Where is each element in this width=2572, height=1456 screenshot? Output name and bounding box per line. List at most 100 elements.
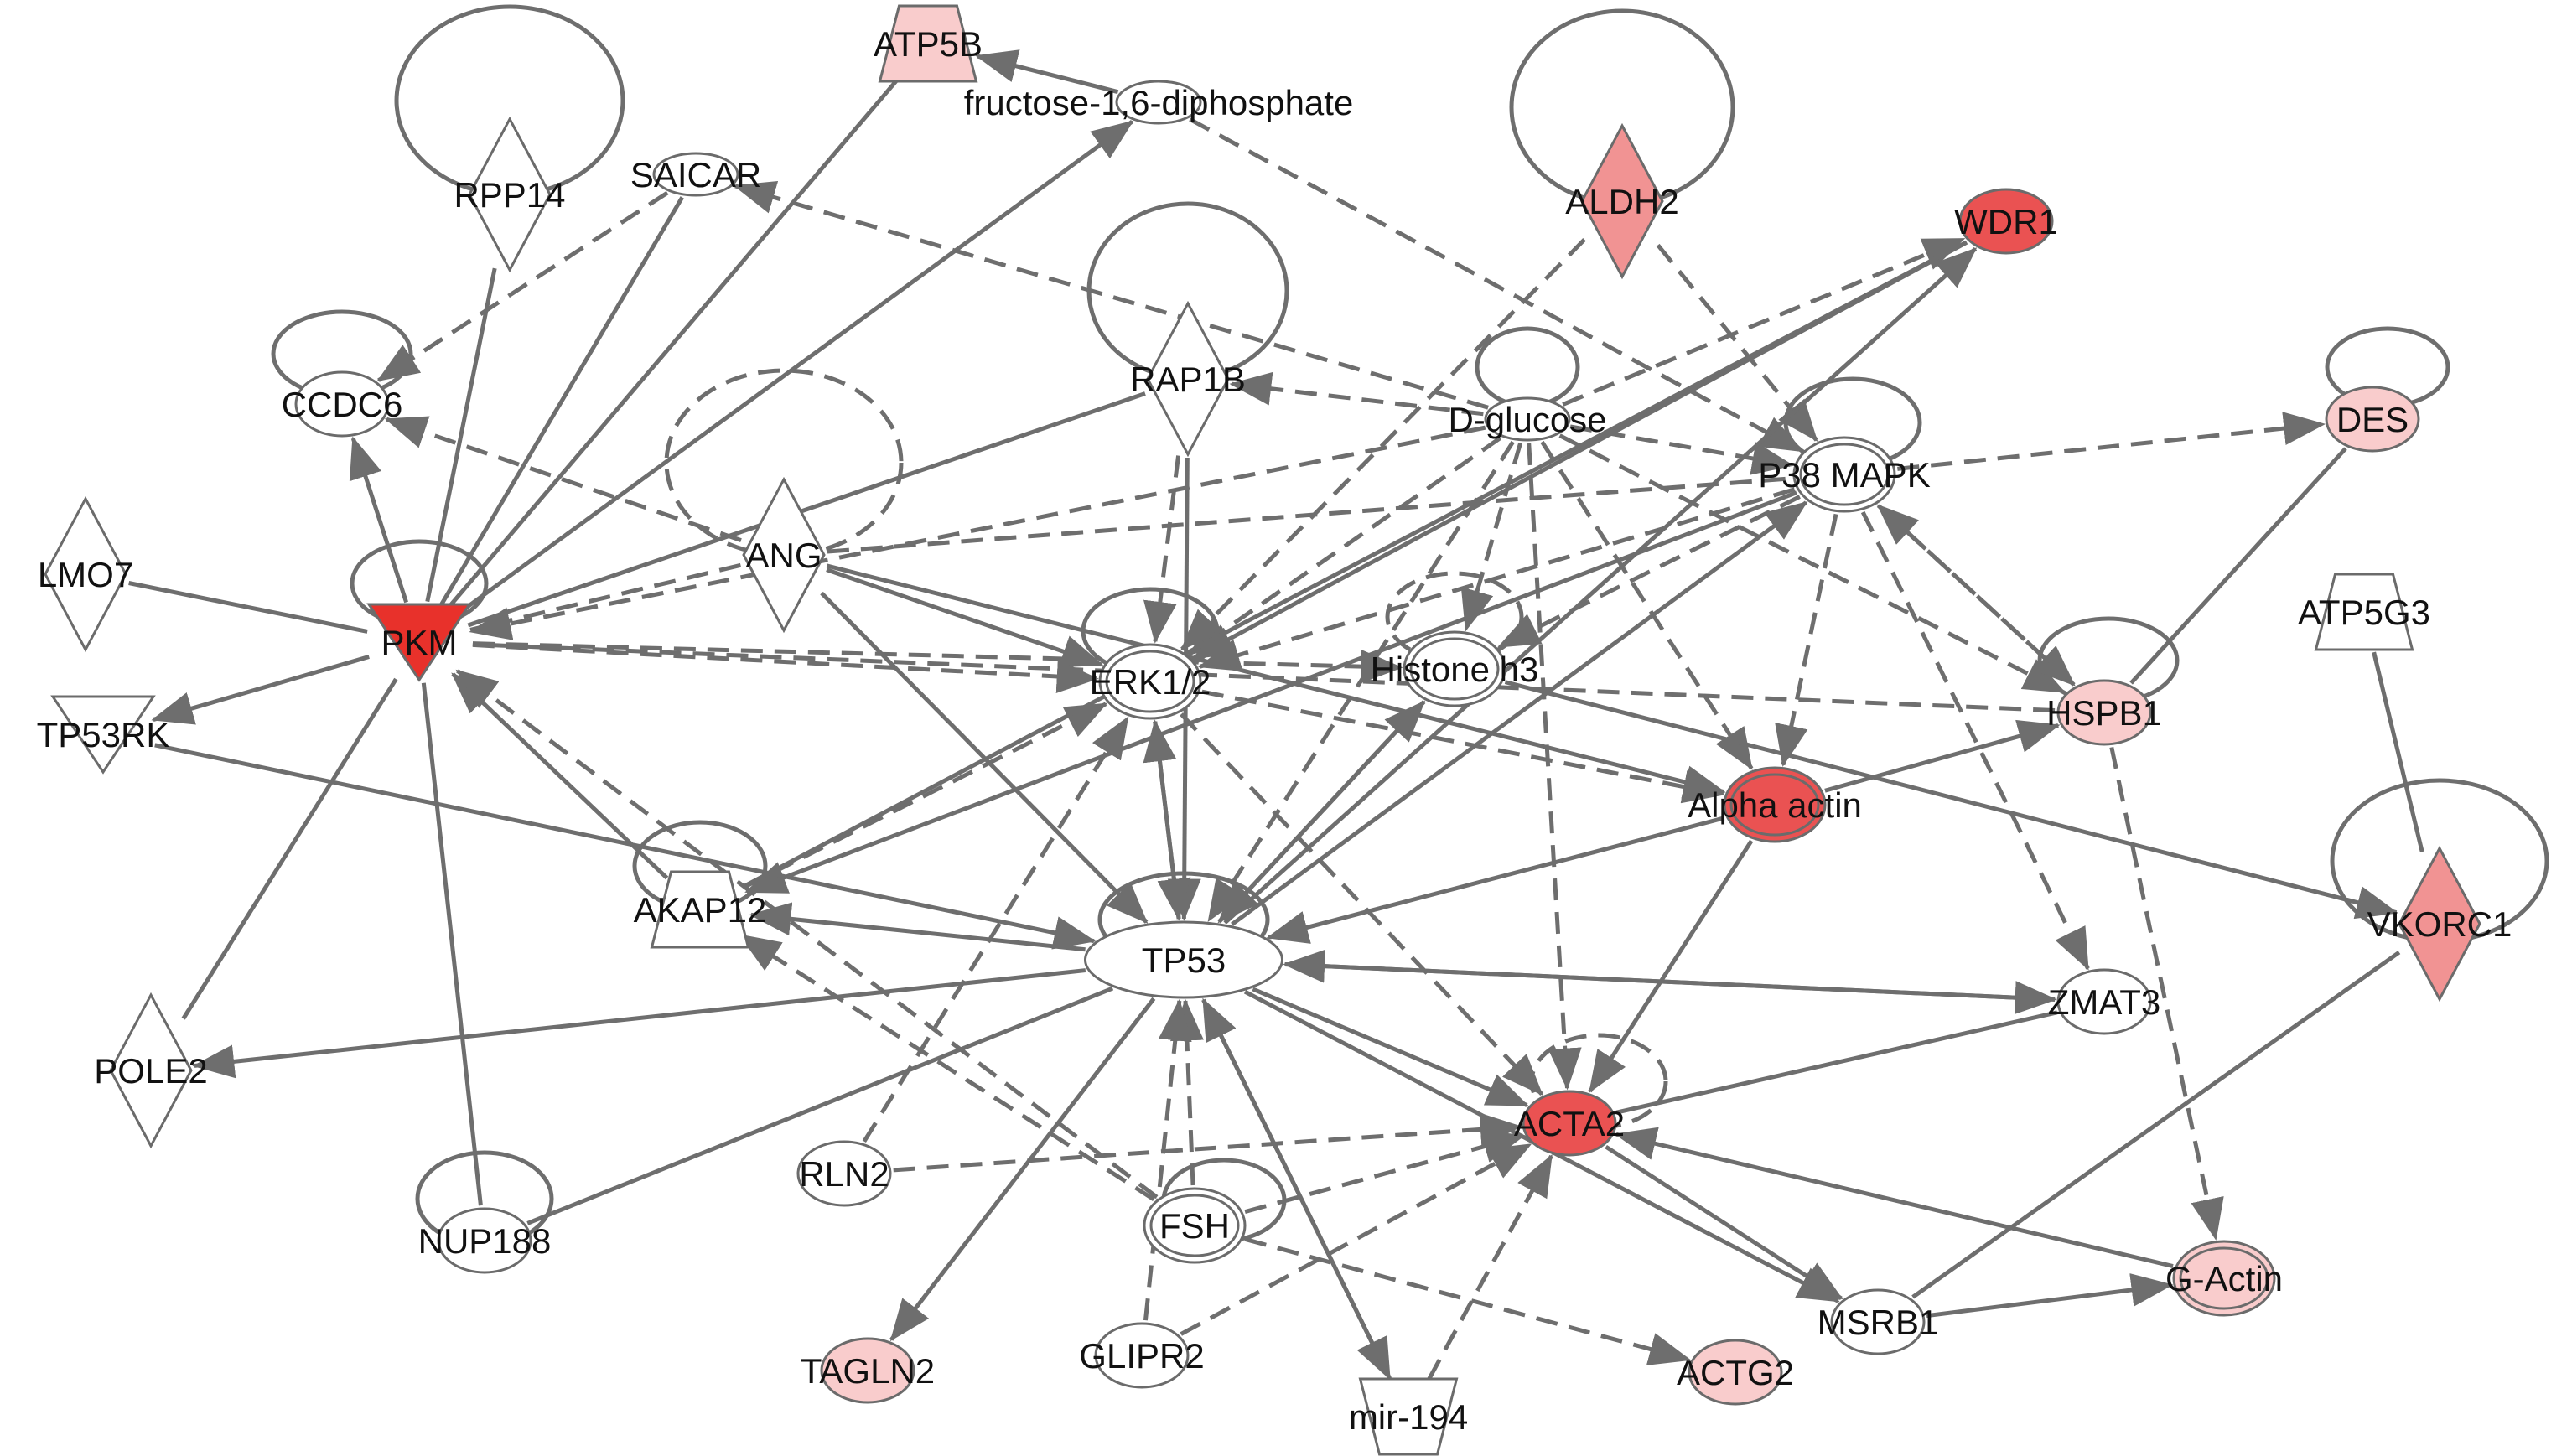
edge-akap12-to-pkm [451,672,669,880]
node-label-gact: G-Actin [2165,1259,2283,1298]
edge-fsh-to-tp53 [1169,998,1204,1186]
node-des[interactable]: DES [2325,386,2420,453]
node-zmat3[interactable]: ZMAT3 [2048,968,2161,1035]
edge-ang-to-p38 [827,476,1792,554]
node-inner-ring-p38 [1799,443,1890,506]
node-erk[interactable]: ERK1/2 [1090,643,1211,720]
node-label-actg2: ACTG2 [1677,1353,1794,1392]
edge-h3-to-vkorc1 [1504,680,2398,920]
node-gact[interactable]: G-Actin [2165,1240,2283,1317]
node-acta2[interactable]: ACTA2 [1514,1090,1625,1157]
node-label-rap1b: RAP1B [1130,360,1246,399]
edge-fsh-to-acta2 [1244,1130,1526,1215]
edge-fru-to-p38 [1189,117,1803,453]
node-hspb1[interactable]: HSPB1 [2046,679,2162,746]
edge-fsh-to-akap12 [738,933,1155,1202]
node-saicar[interactable]: SAICAR [630,152,761,197]
node-inner-ring-erk [1105,650,1195,713]
node-p38[interactable]: P38 MAPK [1758,436,1931,513]
node-shape-rap1b [1146,300,1230,458]
edge-dglu-to-acta2 [1527,443,1582,1091]
node-aact[interactable]: Alpha actin [1688,766,1862,843]
edge-gact-to-acta2 [1614,1127,2174,1268]
edge-nup188-to-pkm [421,682,483,1206]
edge-acta2-to-msrb1 [1605,1144,1843,1301]
node-shape-atp5b [878,4,978,83]
node-shape-p38 [1792,436,1896,513]
edge-zmat3-to-acta2 [1615,1010,2058,1115]
node-msrb1[interactable]: MSRB1 [1818,1288,1939,1355]
edge-dglu-to-wdr1 [1562,236,1966,407]
node-rln2[interactable]: RLN2 [796,1140,892,1207]
node-actg2[interactable]: ACTG2 [1677,1339,1794,1406]
node-h3[interactable]: Histone h3 [1371,630,1539,707]
node-label-rln2: RLN2 [799,1154,889,1194]
node-tp53rk[interactable]: TP53RK [37,695,170,775]
node-dglu[interactable]: D-glucose [1448,396,1607,442]
node-shape-actg2 [1688,1339,1783,1406]
edge-aact-to-tp53 [1266,816,1725,944]
edge-dglu-to-rap1b [1229,371,1484,417]
node-shape-wdr1 [1958,188,2054,255]
edge-p38-to-aact [1775,513,1838,768]
node-rpp14[interactable]: RPP14 [454,116,566,273]
node-label-tp53rk: TP53RK [37,715,170,754]
node-shape-des [2325,386,2420,453]
edge-tp53-to-wdr1 [1223,246,1978,925]
node-label-ccdc6: CCDC6 [282,385,403,424]
node-lmo7[interactable]: LMO7 [38,495,133,653]
node-tp53[interactable]: TP53 [1084,920,1283,999]
node-label-h3: Histone h3 [1371,650,1539,689]
edge-vkorc1-to-msrb1 [1911,951,2401,1299]
node-nup188[interactable]: NUP188 [418,1207,552,1274]
edge-erk-to-aact [1201,689,1725,804]
node-pkm[interactable]: PKM [366,603,472,682]
edge-rpp14-to-pkm [425,267,497,603]
node-rap1b[interactable]: RAP1B [1130,300,1246,458]
edge-pkm-to-tp53rk [151,655,370,725]
edge-saicar-to-ccdc6 [376,190,669,382]
edge-dglu-to-aact [1540,440,1754,770]
edge-rap1b-to-erk [1143,455,1181,644]
edge-dglu-to-saicar [733,181,1489,410]
node-ccdc6[interactable]: CCDC6 [282,370,403,438]
node-mir194[interactable]: mir-194 [1349,1377,1468,1456]
node-label-rpp14: RPP14 [454,175,565,215]
node-shape-gact [2172,1240,2276,1317]
node-ang[interactable]: ANG [742,476,826,634]
node-fru[interactable]: fructose-1,6-diphosphate [964,80,1354,125]
node-label-saicar: SAICAR [630,155,761,194]
edge-mir194-to-tp53 [1201,997,1392,1380]
edges-layer [128,49,2424,1381]
edge-rap1b-to-pkm [467,391,1146,628]
node-label-atp5b: ATP5B [874,24,983,64]
node-tagln2[interactable]: TAGLN2 [801,1337,935,1404]
edge-hspb1-to-p38 [1876,504,2076,687]
edge-glipr2-to-tp53 [1143,998,1192,1321]
edge-pole2-to-pkm [181,677,398,1020]
node-label-erk: ERK1/2 [1090,662,1211,702]
node-shape-atp5g3 [2314,573,2414,651]
edge-tp53-to-tagln2 [889,997,1156,1342]
node-vkorc1[interactable]: VKORC1 [2367,845,2512,1003]
node-label-tagln2: TAGLN2 [801,1351,935,1391]
node-glipr2[interactable]: GLIPR2 [1079,1322,1205,1389]
node-aldh2[interactable]: ALDH2 [1565,122,1679,280]
node-shape-zmat3 [2056,968,2152,1035]
node-shape-acta2 [1522,1090,1617,1157]
node-shape-akap12 [650,870,750,949]
node-pole2[interactable]: POLE2 [94,992,208,1149]
edge-pkm-to-ccdc6 [349,436,408,604]
node-atp5g3[interactable]: ATP5G3 [2298,573,2430,651]
node-atp5b[interactable]: ATP5B [874,4,983,83]
node-akap12[interactable]: AKAP12 [634,870,767,949]
node-fsh[interactable]: FSH [1143,1187,1247,1264]
edge-fru-to-atp5b [975,49,1119,95]
edge-p38-to-h3 [1496,495,1801,649]
node-label-atp5g3: ATP5G3 [2298,593,2430,632]
edge-tp53-to-akap12 [749,902,1086,952]
edge-fsh-to-pkm [455,669,1159,1200]
node-wdr1[interactable]: WDR1 [1954,188,2058,255]
node-label-fsh: FSH [1159,1206,1230,1246]
node-shape-vkorc1 [2398,845,2481,1003]
